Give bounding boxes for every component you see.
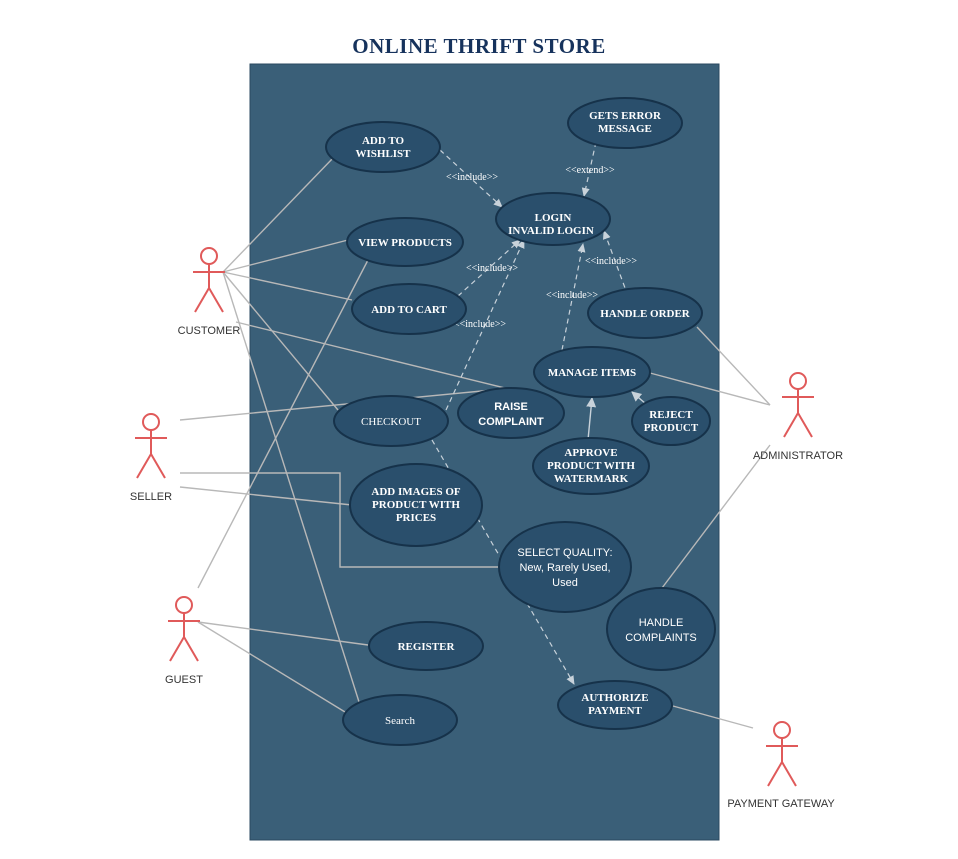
include-label: <<include>> xyxy=(585,256,637,267)
use-case-label: Used xyxy=(552,577,578,589)
use-case-label: INVALID LOGIN xyxy=(508,225,594,237)
use-case-label: APPROVE xyxy=(564,447,617,459)
use-case-label: AUTHORIZE xyxy=(581,692,648,704)
actor-label-guest: GUEST xyxy=(165,674,203,686)
use-case-label: WATERMARK xyxy=(554,473,629,485)
use-case-handle-order[interactable]: HANDLE ORDER xyxy=(587,287,703,339)
use-case-label: GETS ERROR xyxy=(589,110,662,122)
use-case-label: MESSAGE xyxy=(598,123,652,135)
use-case-label: MANAGE ITEMS xyxy=(548,367,636,379)
use-case-label: HANDLE xyxy=(639,617,684,629)
actor-label-payment-gateway: PAYMENT GATEWAY xyxy=(727,798,835,810)
use-case-checkout[interactable]: CHECKOUT xyxy=(333,395,449,447)
use-case-manage-items[interactable]: MANAGE ITEMS xyxy=(533,346,651,398)
actor-customer[interactable] xyxy=(193,247,225,313)
use-case-label: VIEW PRODUCTS xyxy=(358,237,452,249)
use-case-label: PRICES xyxy=(396,512,436,524)
use-case-label: PRODUCT xyxy=(644,422,699,434)
include-label: <<include>> xyxy=(546,290,598,301)
use-case-add-to-cart[interactable]: ADD TO CART xyxy=(351,283,467,335)
use-case-add-images[interactable]: ADD IMAGES OF PRODUCT WITH PRICES xyxy=(349,463,483,547)
actor-label-administrator: ADMINISTRATOR xyxy=(753,450,843,462)
actor-guest[interactable] xyxy=(168,596,200,662)
use-case-label: COMPLAINT xyxy=(478,416,544,428)
actor-seller[interactable] xyxy=(135,413,167,479)
extend-label: <<extend>> xyxy=(565,165,615,176)
use-case-label: CHECKOUT xyxy=(361,416,421,428)
use-case-label: COMPLAINTS xyxy=(625,632,697,644)
use-case-label: Search xyxy=(385,715,415,727)
use-case-handle-complaints[interactable]: HANDLE COMPLAINTS xyxy=(606,587,716,671)
use-case-search[interactable]: Search xyxy=(342,694,458,746)
use-case-gets-error-message[interactable]: GETS ERROR MESSAGE xyxy=(567,97,683,149)
use-case-raise-complaint[interactable]: RAISE COMPLAINT xyxy=(457,387,565,439)
use-case-label: REJECT xyxy=(649,409,693,421)
actor-label-customer: CUSTOMER xyxy=(178,325,241,337)
include-label: <<include>> xyxy=(466,263,518,274)
use-case-label: SELECT QUALITY: xyxy=(517,547,612,559)
use-case-label: ADD TO CART xyxy=(371,304,447,316)
use-case-label: RAISE xyxy=(494,401,528,413)
diagram-title: ONLINE THRIFT STORE xyxy=(352,34,606,58)
use-case-label: LOGIN xyxy=(535,212,572,224)
association-lines xyxy=(179,156,771,729)
generalization-lines xyxy=(586,391,647,441)
actor-payment-gateway[interactable] xyxy=(766,721,798,787)
use-case-authorize-payment[interactable]: AUTHORIZE PAYMENT xyxy=(557,680,673,730)
use-case-login[interactable]: LOGIN INVALID LOGIN xyxy=(495,192,611,246)
use-case-label: HANDLE ORDER xyxy=(600,308,691,320)
use-case-label: REGISTER xyxy=(398,641,456,653)
actor-label-seller: SELLER xyxy=(130,491,172,503)
use-case-label: PRODUCT WITH xyxy=(372,499,460,511)
use-case-select-quality[interactable]: SELECT QUALITY: New, Rarely Used, Used xyxy=(498,521,632,613)
use-case-approve-product[interactable]: APPROVE PRODUCT WITH WATERMARK xyxy=(532,437,650,495)
use-case-add-to-wishlist[interactable]: ADD TO WISHLIST xyxy=(325,121,441,173)
use-case-view-products[interactable]: VIEW PRODUCTS xyxy=(346,217,464,267)
use-case-register[interactable]: REGISTER xyxy=(368,621,484,671)
use-case-label: PAYMENT xyxy=(588,705,642,717)
actor-administrator[interactable] xyxy=(782,372,814,438)
use-case-label: WISHLIST xyxy=(355,148,411,160)
use-case-reject-product[interactable]: REJECT PRODUCT xyxy=(631,396,711,446)
use-case-label: PRODUCT WITH xyxy=(547,460,635,472)
use-case-label: ADD IMAGES OF xyxy=(371,486,461,498)
use-case-label: New, Rarely Used, xyxy=(519,562,610,574)
include-label: <<include>> xyxy=(454,319,506,330)
use-case-label: ADD TO xyxy=(362,135,405,147)
include-label: <<include>> xyxy=(446,172,498,183)
